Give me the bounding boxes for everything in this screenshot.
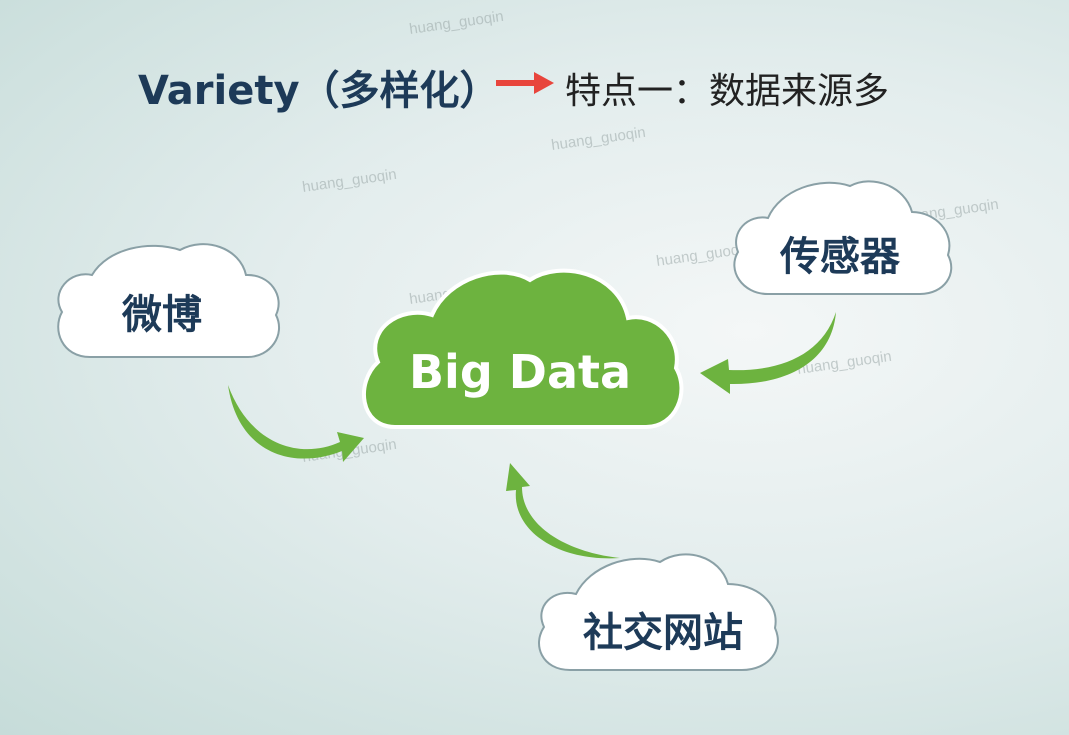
sensor-label: 传感器	[779, 234, 901, 280]
title-feature: 特点一：数据来源多	[565, 71, 890, 112]
title-arrow-icon	[496, 72, 554, 94]
big-data-cloud: Big Data	[362, 268, 684, 429]
watermark: huang_guoqin	[408, 8, 505, 38]
watermark: huang_guoqin	[550, 124, 647, 154]
weibo-label: 微博	[121, 292, 202, 338]
big-data-label: Big Data	[409, 345, 631, 399]
social-cloud: 社交网站	[538, 553, 779, 671]
sensor-cloud: 传感器	[733, 180, 953, 295]
title-variety: Variety（多样化）	[138, 68, 500, 114]
weibo-cloud: 微博	[57, 243, 281, 358]
social-label: 社交网站	[583, 610, 743, 656]
watermark: huang_guoqin	[301, 166, 398, 196]
flow-arrow-weibo	[228, 385, 364, 462]
flow-arrow-social	[506, 463, 620, 559]
flow-arrow-sensor	[700, 312, 836, 394]
